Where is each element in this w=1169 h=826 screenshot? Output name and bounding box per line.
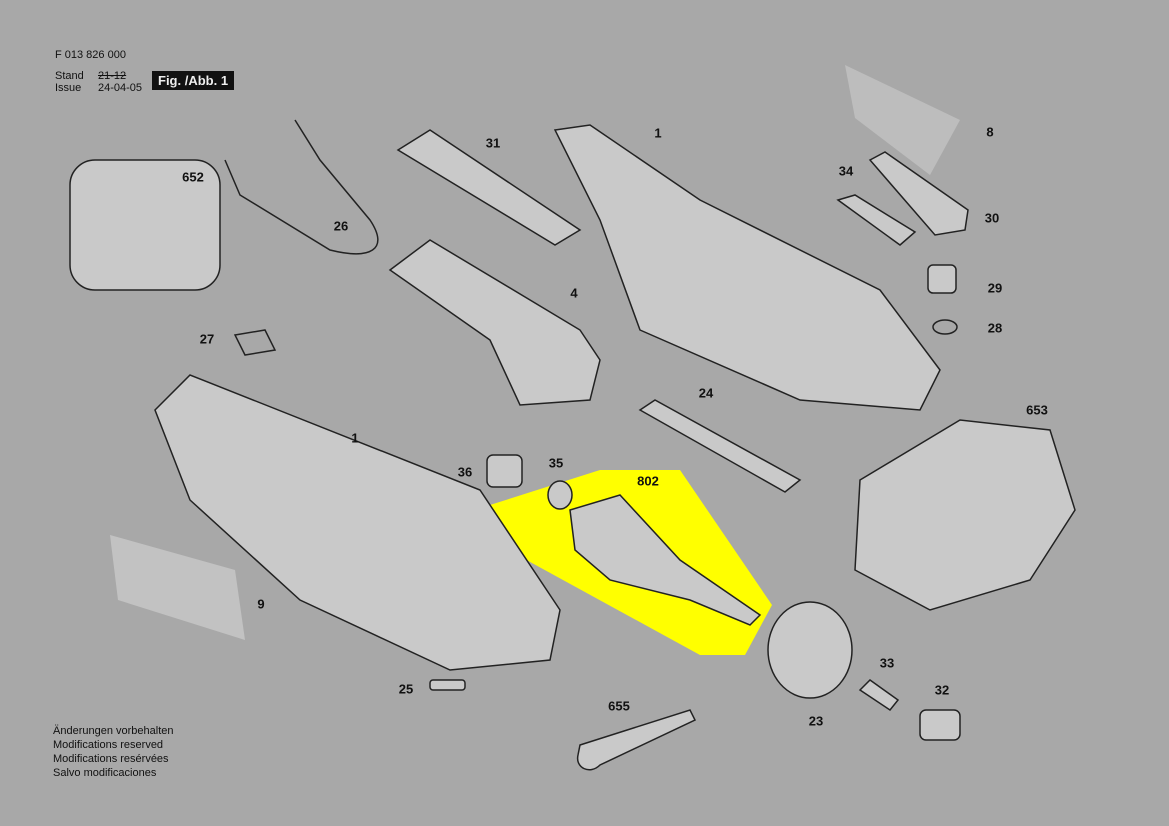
footer-line-en: Modifications reserved [53,739,164,751]
end-cap-23-shape [767,601,853,699]
part-label-30[interactable]: 30 [984,210,1000,226]
spring-28-shape [932,319,958,335]
switch-34-shape [836,194,917,246]
battery-pack-shape [69,159,221,291]
footer-line-de: Änderungen vorbehalten [53,725,174,737]
collet-nut-shape [919,709,961,741]
part-label-25[interactable]: 25 [398,681,414,697]
wrench-shape [576,709,697,771]
part-label-35[interactable]: 35 [548,455,564,471]
collet-33-shape [858,679,900,712]
part-label-8[interactable]: 8 [986,124,994,140]
module-4-shape [388,239,601,406]
part-label-32[interactable]: 32 [934,682,950,698]
part-label-802[interactable]: 802 [637,473,659,489]
part-label-34[interactable]: 34 [838,163,854,179]
label-8-shape [845,65,960,175]
slider-30-shape [868,151,969,236]
nameplate-9-shape [110,535,245,640]
housing-right-shape [553,124,941,411]
part-label-1[interactable]: 1 [654,125,662,141]
part-label-653[interactable]: 653 [1026,402,1048,418]
part-label-652[interactable]: 652 [182,169,204,185]
part-label-4[interactable]: 4 [570,285,578,301]
plate-24-shape [638,399,802,493]
part-label-9[interactable]: 9 [257,596,265,612]
issue-label: Issue [55,82,82,94]
bush-36-shape [486,454,523,488]
part-label-23[interactable]: 23 [808,713,824,729]
ring-35-shape [547,480,573,510]
issue-value: 24-04-05 [98,82,143,94]
part-number: F 013 826 000 [55,49,126,61]
stand-label: Stand [55,70,84,82]
part-label-31[interactable]: 31 [485,135,501,151]
clip-27-shape [233,329,277,356]
part-label-655[interactable]: 655 [608,698,630,714]
part-label-33[interactable]: 33 [879,655,895,671]
part-label-29[interactable]: 29 [987,280,1003,296]
part-label-26[interactable]: 26 [333,218,349,234]
part-label-28[interactable]: 28 [987,320,1003,336]
footer-line-fr: Modifications resérvées [53,753,169,765]
button-29-shape [927,264,957,294]
screw-25-shape [429,679,466,691]
cover-31-shape [396,129,582,246]
figure-badge: Fig. /Abb. 1 [152,71,235,90]
part-label-24[interactable]: 24 [698,385,714,401]
part-label-36[interactable]: 36 [457,464,473,480]
cable-26-shape [224,119,379,255]
stand-value: 21-12 [98,70,127,82]
footer-line-es: Salvo modificaciones [53,767,157,779]
armature-shape [569,494,762,626]
charger-shape [854,419,1076,611]
part-label-27[interactable]: 27 [199,331,215,347]
part-label-1b[interactable]: 1 [351,430,359,446]
housing-left-shape [154,374,561,671]
